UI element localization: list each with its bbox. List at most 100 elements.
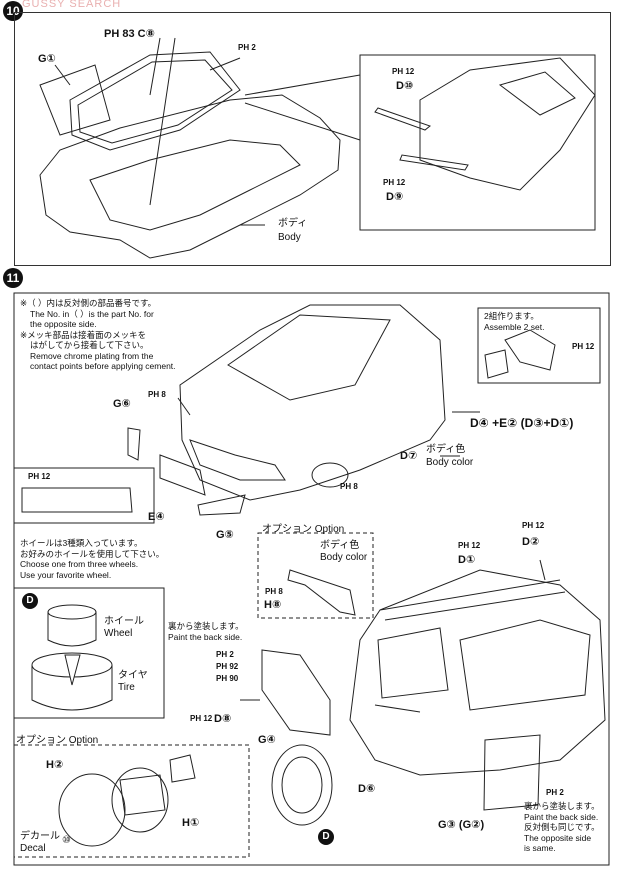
label-g4: G④ (258, 734, 276, 746)
label-g6: G⑥ (113, 398, 131, 410)
label-ph2-right: PH 2 (546, 788, 564, 797)
spare-tire (271, 744, 333, 826)
note-line: はがしてから接着して下さい。 (30, 340, 149, 350)
rear-car-outline (349, 569, 606, 776)
mirror-ph: PH 12 (572, 342, 595, 351)
label-d1: D① (458, 554, 476, 566)
right-note-line: 裏から塗装します。 (524, 801, 600, 811)
label-ph12-d2: PH 12 (522, 521, 545, 530)
spare-cover (58, 773, 126, 847)
right-note-line: 反対側も同じです。 (524, 822, 600, 832)
right-note-line: The opposite side (524, 832, 592, 843)
note-line: ※（ ）内は反対側の部品番号です。 (20, 298, 157, 308)
spoiler-option-box (257, 532, 374, 619)
label-d7: D⑦ (400, 450, 418, 462)
label-g1: G① (38, 53, 56, 65)
step10-body-outline (39, 94, 341, 259)
notes-block: ※（ ）内は反対側の部品番号です。 The No. in（ ）is the pa… (20, 298, 220, 372)
step10-inset-roof (419, 57, 596, 191)
wheels-note-line: お好みのホイールを使用して下さい。 (20, 548, 165, 559)
label-ph83-c8: PH 83 C⑧ (104, 28, 155, 40)
label-d8: D⑧ (214, 713, 232, 725)
side-windows (459, 619, 591, 711)
wheels-note-line: Use your favorite wheel. (20, 569, 112, 580)
assemble-en: Assemble 2 set. (484, 321, 545, 332)
label-ph8-a: PH 8 (148, 390, 166, 399)
step10-window-inner (77, 59, 233, 144)
wheel-top (47, 604, 97, 620)
tire-jp: タイヤ (118, 670, 148, 681)
note-line: the opposite side. (30, 319, 97, 329)
note-line: ※メッキ部品は接着面のメッキを (20, 329, 147, 340)
body-label-en: Body (278, 232, 301, 243)
side-panel-g3 (483, 734, 541, 811)
step-10-frame (14, 12, 611, 266)
cover-option-box (13, 744, 250, 858)
label-d2: D② (522, 536, 540, 548)
label-g5: G⑤ (216, 529, 234, 541)
wiper-d10 (374, 107, 432, 131)
rear-window (377, 627, 449, 699)
label-ph12-d8: PH 12 (190, 714, 213, 723)
wheels-note: ホイールは3種類入っています。 お好みのホイールを使用して下さい。 Choose… (20, 538, 164, 580)
wheel-d-badge: D (22, 593, 38, 609)
step-11-number: 11 (3, 268, 23, 288)
label-e4: E④ (148, 511, 165, 523)
option-spoiler-color-jp: ボディ色 (320, 540, 360, 551)
assemble-jp: 2組作ります。 (484, 311, 539, 321)
headlamp-g5 (197, 494, 246, 516)
option-cover-h1: H① (182, 817, 200, 829)
wheels-note-line: Choose one from three wheels. (20, 559, 139, 569)
step-10-number: 10 (3, 1, 23, 21)
mirror-part (504, 329, 556, 371)
option-spoiler-title: オプション Option (262, 524, 345, 535)
label-ph12-d9: PH 12 (383, 178, 406, 187)
paint-back-en: Paint the back side. (168, 631, 243, 642)
assemble-note: 2組作ります。 Assemble 2 set. (484, 311, 544, 332)
decal-jp: デカール (20, 831, 60, 842)
label-ph8-b: PH 8 (340, 482, 358, 491)
paint-back-note: 裏から塗装します。 Paint the back side. (168, 621, 244, 642)
label-g3-g2: G③ (G②) (438, 819, 485, 831)
watermark: GUSSY SEARCH (22, 0, 122, 10)
option-spoiler-ph: PH 8 (265, 587, 283, 596)
note-line: Remove chrome plating from the (30, 350, 154, 361)
step10-rear-glass (39, 64, 111, 136)
body-label-jp: ボディ (278, 218, 308, 229)
body-color-en: Body color (426, 457, 474, 468)
step-11-frame (13, 292, 610, 866)
right-note-line: Paint the back side. (524, 811, 599, 822)
mirror-formula: D④ +E② (D③+D①) (470, 416, 574, 430)
label-d9: D⑨ (386, 191, 404, 203)
right-notes: 裏から塗装します。 Paint the back side. 反対側も同じです。… (524, 801, 600, 854)
option-cover-h2: H② (46, 759, 64, 771)
tire-en: Tire (118, 682, 135, 693)
label-d6: D⑥ (358, 783, 376, 795)
wheel-box (13, 587, 165, 719)
option-cover-title: オプション Option (16, 735, 99, 746)
mirror-inset-frame (477, 307, 601, 384)
wheel-jp: ホイール (104, 616, 144, 627)
step10-window (69, 51, 241, 151)
step10-body-interior (89, 139, 301, 231)
rear-glass-g4 (261, 649, 331, 736)
front-car-outline (179, 304, 446, 501)
grille-inset-frame (13, 467, 155, 524)
grille-ph: PH 12 (28, 472, 51, 481)
note-line: contact points before applying cement. (30, 361, 176, 371)
note-line: The No. in（ ）is the part No. for (30, 308, 154, 319)
label-ph12-d1: PH 12 (458, 541, 481, 550)
wheel-en: Wheel (104, 628, 133, 639)
label-ph2-left: PH 2 (216, 650, 234, 659)
wheels-note-line: ホイールは3種類入っています。 (20, 538, 143, 548)
grille-part-e4 (159, 454, 206, 496)
option-spoiler-h8: H⑧ (264, 599, 282, 611)
label-ph12-d10: PH 12 (392, 67, 415, 76)
lens-g6 (127, 427, 141, 461)
tire-d-badge: D (318, 829, 334, 845)
front-windshield (227, 314, 391, 401)
wiper-d9 (399, 154, 469, 171)
front-grille (189, 439, 286, 481)
option-spoiler-color-en: Body color (320, 552, 368, 563)
